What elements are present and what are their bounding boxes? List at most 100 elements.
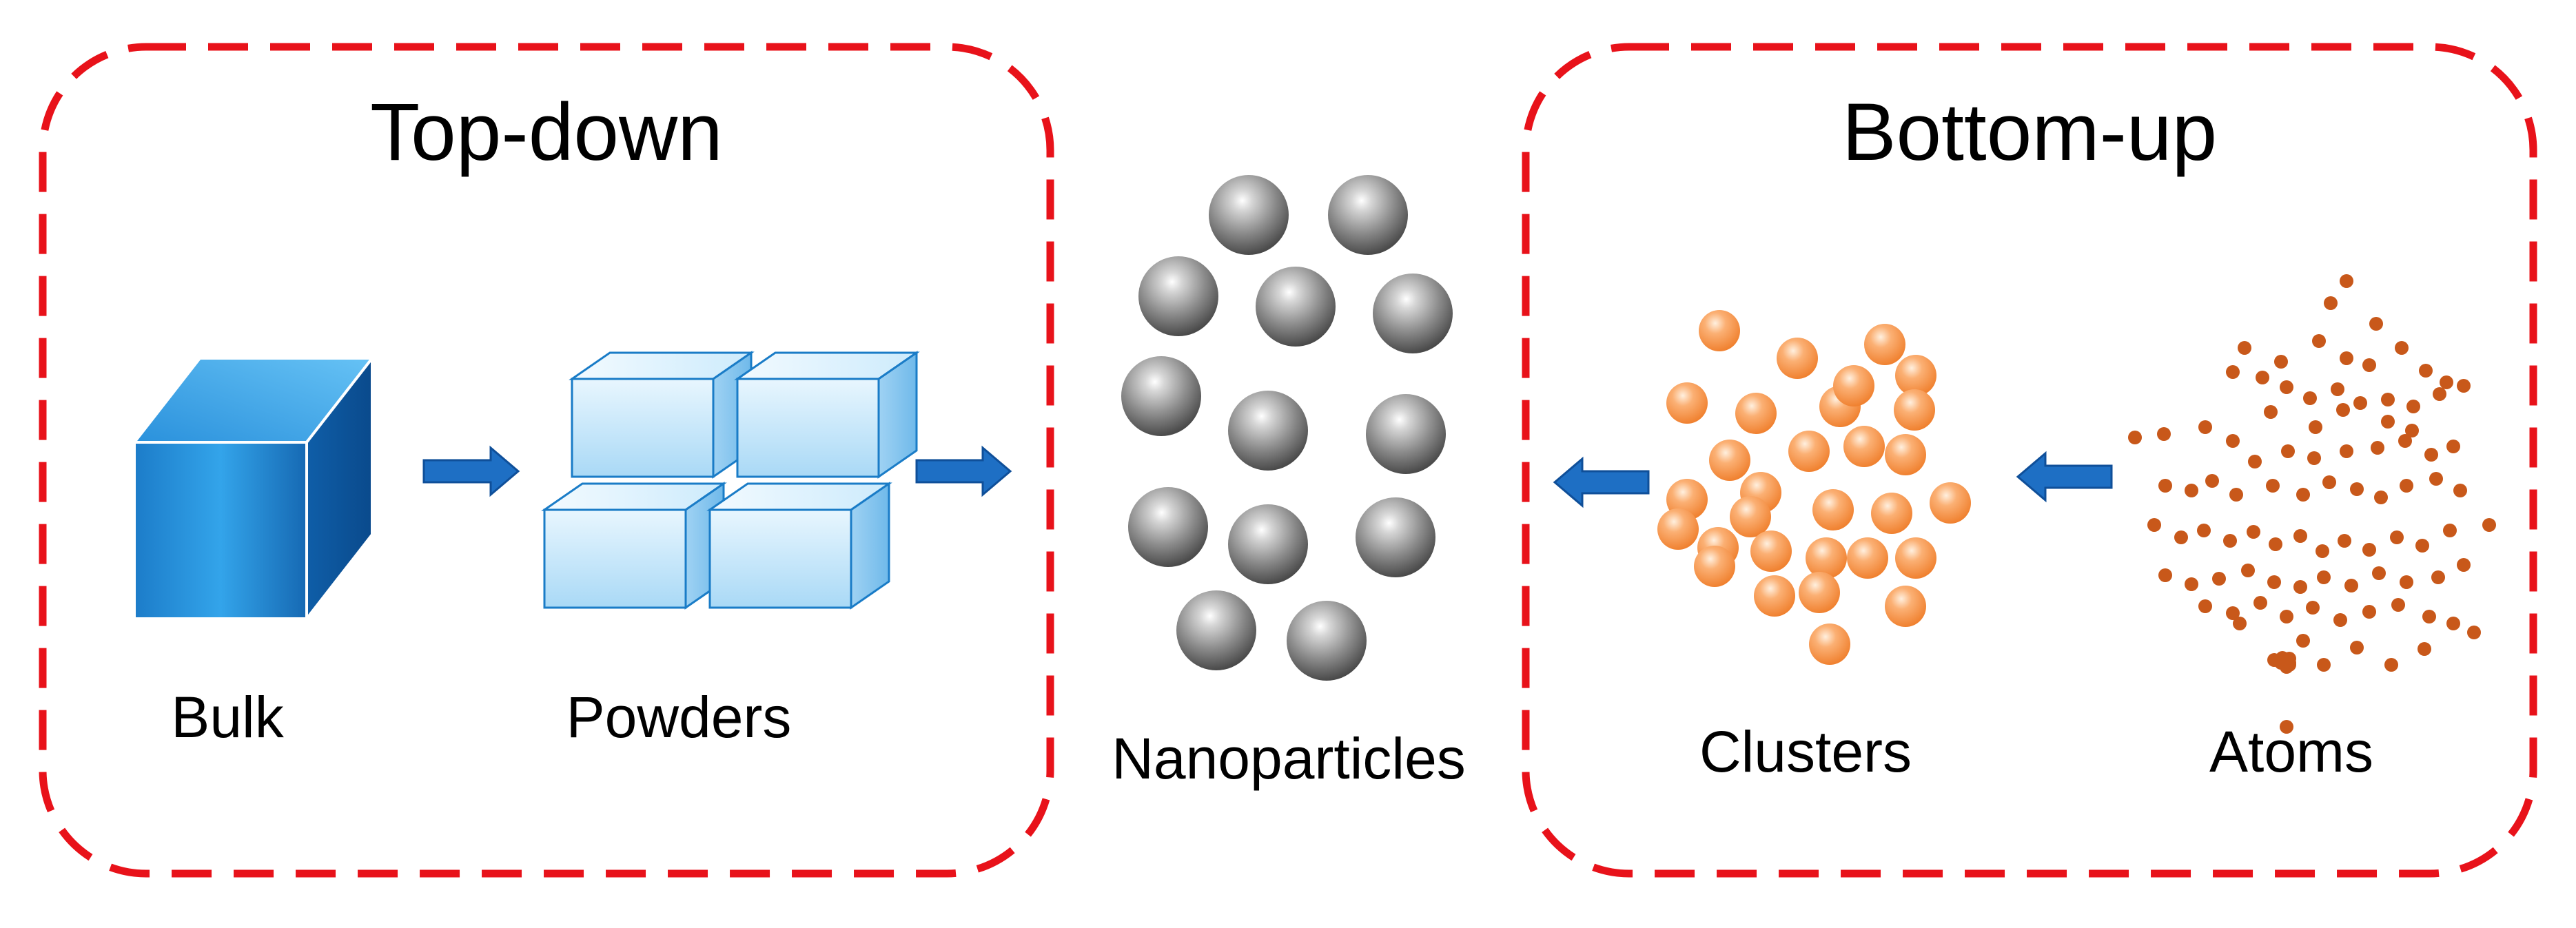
- atom-dot-icon: [2264, 405, 2278, 419]
- nanoparticle-icon: [1328, 175, 1408, 255]
- cluster-particle-icon: [1735, 393, 1777, 434]
- atom-dot-icon: [2415, 539, 2429, 553]
- atom-dot-icon: [2205, 474, 2219, 488]
- nanoparticles-icon: [1121, 175, 1453, 681]
- atom-dot-icon: [2372, 566, 2386, 580]
- atom-dot-icon: [2157, 427, 2171, 441]
- atom-dot-icon: [2362, 605, 2376, 619]
- atom-dot-icon: [2406, 400, 2420, 413]
- atom-dot-icon: [2395, 341, 2409, 355]
- atoms-icon: [2128, 274, 2496, 734]
- atom-dot-icon: [2446, 617, 2460, 630]
- nanoparticle-icon: [1128, 487, 1208, 567]
- cluster-particle-icon: [1799, 572, 1840, 613]
- powder-cube-icon: [734, 351, 920, 479]
- arrow-right-icon: [915, 445, 1012, 497]
- atom-dot-icon: [2280, 720, 2293, 734]
- atom-dot-icon: [2440, 375, 2453, 389]
- atom-dot-icon: [2331, 382, 2344, 396]
- nanoparticles-label: Nanoparticles: [1112, 726, 1466, 791]
- atom-dot-icon: [2226, 606, 2240, 620]
- atom-dot-icon: [2417, 642, 2431, 656]
- atom-dot-icon: [2371, 441, 2384, 455]
- top-down-group: Top-down Bulk Powders: [39, 43, 1054, 878]
- top-down-title: Top-down: [370, 87, 723, 178]
- cluster-particle-icon: [1930, 482, 1971, 524]
- atom-dot-icon: [2274, 355, 2288, 369]
- atom-dot-icon: [2197, 524, 2211, 537]
- atom-dot-icon: [2282, 652, 2296, 666]
- nanoparticle-icon: [1356, 497, 1435, 577]
- atom-dot-icon: [2353, 396, 2367, 410]
- cluster-particle-icon: [1885, 434, 1926, 475]
- cluster-particle-icon: [1754, 575, 1795, 617]
- atom-dot-icon: [2253, 596, 2267, 610]
- atom-dot-icon: [2344, 579, 2358, 592]
- atom-dot-icon: [2317, 658, 2331, 672]
- atom-dot-icon: [2185, 484, 2198, 497]
- nanoparticle-icon: [1176, 590, 1256, 670]
- atom-dot-icon: [2316, 544, 2329, 558]
- atom-dot-icon: [2446, 440, 2460, 453]
- cluster-particle-icon: [1788, 431, 1830, 472]
- cluster-particle-icon: [1657, 508, 1699, 550]
- atom-dot-icon: [2340, 274, 2353, 288]
- top-down-dashed-border: [39, 43, 1054, 878]
- atom-dot-icon: [2223, 534, 2237, 548]
- bottom-up-group: Bottom-up Clusters Atoms: [1522, 43, 2537, 878]
- atom-dot-icon: [2422, 610, 2436, 623]
- cluster-particle-icon: [1833, 365, 1874, 406]
- atom-dot-icon: [2241, 564, 2255, 577]
- atom-dot-icon: [2340, 351, 2353, 365]
- cluster-particle-icon: [1871, 493, 1912, 534]
- atom-dot-icon: [2457, 379, 2471, 393]
- atom-dot-icon: [2280, 380, 2293, 394]
- atom-dot-icon: [2362, 543, 2376, 557]
- atom-dot-icon: [2293, 529, 2307, 543]
- atom-dot-icon: [2307, 451, 2321, 465]
- atom-dot-icon: [2381, 415, 2395, 429]
- bottom-up-dashed-border: [1522, 43, 2537, 878]
- nanoparticle-icon: [1209, 175, 1289, 255]
- clusters-icon: [1657, 310, 1971, 665]
- atom-dot-icon: [2226, 434, 2240, 448]
- atom-dot-icon: [2269, 537, 2282, 551]
- atom-dot-icon: [2128, 431, 2142, 444]
- atom-dot-icon: [2400, 575, 2413, 589]
- nanoparticle-icon: [1256, 267, 1336, 347]
- atom-dot-icon: [2336, 403, 2350, 417]
- nanoparticle-icon: [1138, 256, 1218, 336]
- atom-dot-icon: [2338, 534, 2351, 548]
- atom-dot-icon: [2233, 617, 2247, 630]
- atom-dot-icon: [2374, 491, 2388, 504]
- atom-dot-icon: [2281, 444, 2295, 458]
- nanoparticle-icon: [1287, 601, 1367, 681]
- cluster-particle-icon: [1699, 310, 1740, 351]
- atom-dot-icon: [2350, 482, 2364, 496]
- cluster-particle-icon: [1895, 355, 1936, 396]
- cluster-particle-icon: [1809, 623, 1850, 665]
- atom-dot-icon: [2405, 424, 2419, 437]
- atom-dot-icon: [2350, 641, 2364, 654]
- cluster-particle-icon: [1806, 537, 1847, 579]
- atom-dot-icon: [2362, 358, 2376, 372]
- atom-dot-icon: [2398, 434, 2412, 448]
- atom-dot-icon: [2457, 558, 2471, 572]
- atom-dot-icon: [2381, 393, 2395, 406]
- bulk-cube-icon: [131, 354, 376, 623]
- atom-dot-icon: [2212, 572, 2226, 586]
- arrow-left-icon: [2016, 451, 2113, 503]
- atom-dot-icon: [2482, 518, 2496, 532]
- atom-dot-icon: [2369, 317, 2383, 331]
- arrow-left-icon: [1553, 456, 1650, 508]
- powders-cubes-icon: [541, 351, 920, 610]
- atom-dot-icon: [2238, 341, 2251, 355]
- atom-dot-icon: [2467, 626, 2481, 639]
- cluster-particle-icon: [1885, 586, 1926, 627]
- atom-dot-icon: [2384, 658, 2398, 672]
- atom-dot-icon: [2391, 598, 2405, 612]
- atom-dot-icon: [2226, 365, 2240, 379]
- cluster-particle-icon: [1843, 426, 1885, 467]
- atom-dot-icon: [2312, 334, 2326, 348]
